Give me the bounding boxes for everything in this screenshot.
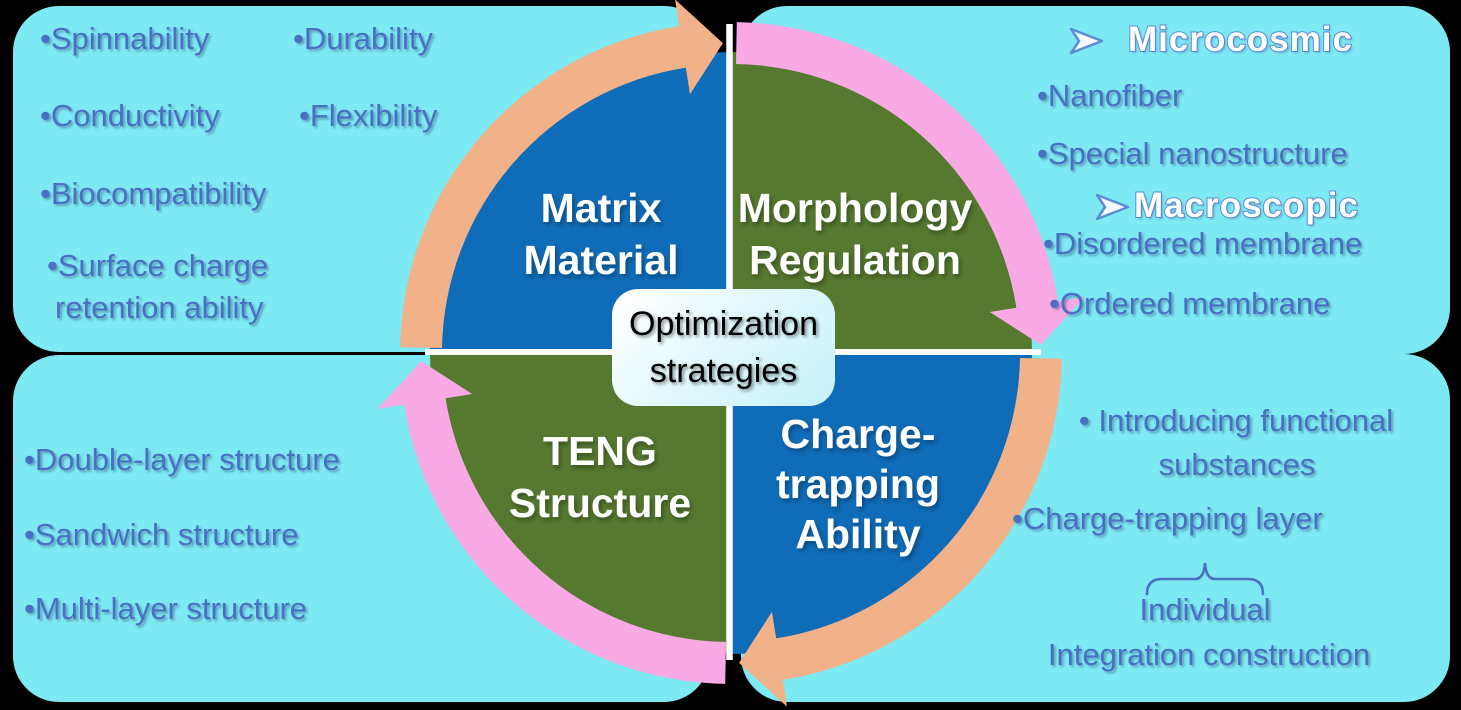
label-line: Material (523, 237, 679, 283)
arc-arrow-pink-bottom-left (377, 361, 726, 684)
bullet-introducing-functional-line2: substances (1158, 447, 1316, 482)
bullet-biocompatibility: •Biocompatibility (40, 176, 267, 211)
bullet-conductivity: •Conductivity (40, 98, 220, 133)
label-morphology-regulation: Morphology Regulation (738, 182, 973, 286)
bullet-sandwich-structure: •Sandwich structure (24, 517, 299, 552)
bullet-surface-charge-line1: •Surface charge (47, 248, 269, 283)
label-line: Charge- (780, 411, 936, 457)
center-title-line: Optimization (629, 304, 818, 343)
bullet-durability: •Durability (293, 21, 434, 56)
arrowhead-icon (1095, 193, 1130, 221)
arc-arrow-orange-bottom-right (739, 358, 1062, 707)
center-title-line: strategies (649, 351, 798, 390)
quadrant-sector-bottom-left (430, 353, 731, 654)
center-title-box: Optimization strategies (612, 289, 835, 406)
bullet-charge-trapping-layer: •Charge-trapping layer (1012, 501, 1323, 536)
bullet-ordered-membrane: •Ordered membrane (1049, 286, 1331, 321)
note-individual: Individual (1139, 592, 1271, 627)
label-line: Regulation (749, 237, 961, 283)
arc-arrow-pink-top-right (736, 22, 1085, 345)
header-microcosmic: Microcosmic (1127, 19, 1353, 60)
bullet-disordered-membrane: •Disordered membrane (1043, 226, 1363, 261)
bullet-multi-layer-structure: •Multi-layer structure (24, 591, 308, 626)
arrowhead-icon (1069, 27, 1104, 55)
label-teng-structure: TENG Structure (509, 425, 691, 529)
note-integration-construction: Integration construction (1047, 637, 1371, 672)
label-charge-trapping-ability: Charge- trapping Ability (776, 409, 940, 559)
bullet-introducing-functional-line1: • Introducing functional (1078, 403, 1394, 438)
bullet-flexibility: •Flexibility (299, 98, 438, 133)
quadrant-sector-top-left (430, 52, 731, 353)
label-line: Ability (795, 511, 921, 557)
label-matrix-material: Matrix Material (524, 182, 679, 286)
quadrant-sector-bottom-right (731, 353, 1032, 654)
bullet-spinnability: •Spinnability (40, 21, 210, 56)
bullet-nanofiber: •Nanofiber (1037, 78, 1183, 113)
bullet-surface-charge-line2: retention ability (55, 290, 264, 325)
label-line: Matrix (540, 185, 662, 231)
header-macroscopic: Macroscopic (1133, 185, 1359, 226)
label-line: TENG (543, 428, 657, 474)
curly-brace-icon (1145, 562, 1265, 596)
quadrant-sector-top-right (731, 52, 1032, 353)
label-line: Morphology (737, 185, 973, 231)
label-line: Structure (508, 480, 692, 526)
arc-arrow-orange-top-left (400, 0, 723, 348)
label-line: trapping (776, 461, 940, 507)
bullet-double-layer-structure: •Double-layer structure (24, 442, 340, 477)
bullet-special-nanostructure: •Special nanostructure (1037, 136, 1348, 171)
